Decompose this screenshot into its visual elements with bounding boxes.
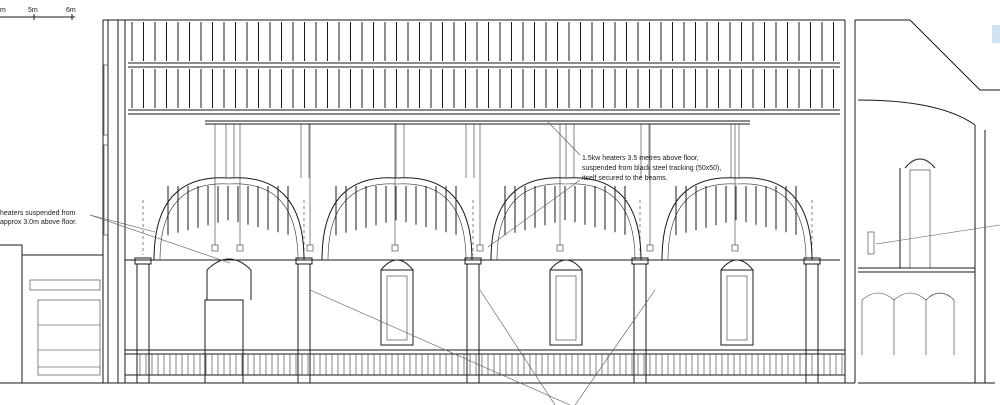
leader-lines — [89, 121, 1000, 405]
heater-unit — [646, 244, 654, 252]
arch — [153, 177, 305, 261]
heater-unit — [211, 244, 219, 252]
arcade — [133, 124, 822, 383]
arched-window — [720, 269, 754, 346]
right-edge-highlight — [992, 25, 1000, 43]
arched-window — [380, 269, 414, 346]
roof-truss-upper — [128, 19, 840, 68]
pier-capital — [803, 257, 821, 265]
heater-drops — [211, 124, 739, 252]
pier-capital — [295, 257, 313, 265]
arch — [321, 177, 473, 261]
right-apse — [855, 19, 1000, 384]
left-annex — [0, 244, 103, 384]
heater-unit — [236, 244, 244, 252]
heater-unit — [391, 244, 399, 252]
pier-capital — [631, 257, 649, 265]
left-note-line-2: approx 3.0m above floor. — [0, 219, 77, 226]
heater-unit — [731, 244, 739, 252]
window-arch — [380, 259, 414, 271]
door-arch — [206, 258, 252, 271]
arched-window — [549, 269, 583, 346]
center-note-line-1: 1.5kw heaters 3.5 metres above floor, — [582, 155, 699, 162]
window-pane — [555, 275, 577, 341]
balustrade — [125, 349, 845, 376]
arch-inner — [496, 183, 636, 261]
arch — [661, 177, 813, 261]
window-pane — [726, 275, 748, 341]
scale-label-5m: 5m — [28, 7, 38, 14]
scale-bar: m 5m 6m — [0, 7, 76, 20]
roof-truss-lower — [128, 69, 840, 115]
arch-inner — [667, 183, 807, 261]
scale-label-partial: m — [0, 7, 6, 14]
pier-capital — [134, 257, 152, 265]
window-arch — [549, 259, 583, 271]
left-note-line-1: heaters suspended from — [0, 210, 76, 217]
doorway — [204, 299, 244, 384]
window-arch — [720, 259, 754, 271]
arch-inner — [159, 183, 299, 261]
center-note-line-3: itself secured to the beams. — [582, 175, 668, 182]
steel-tracking — [205, 120, 750, 125]
window-pane — [386, 275, 408, 341]
left-annotation: heaters suspended from approx 3.0m above… — [0, 210, 77, 226]
scale-label-6m: 6m — [66, 7, 76, 14]
heater-unit — [306, 244, 314, 252]
center-note-line-2: suspended from black steel tracking (50x… — [582, 165, 721, 172]
heater-unit — [556, 244, 564, 252]
pier-capital — [464, 257, 482, 265]
heater-unit — [476, 244, 484, 252]
center-annotation: 1.5kw heaters 3.5 metres above floor, su… — [582, 155, 721, 182]
arch-inner — [327, 183, 467, 261]
